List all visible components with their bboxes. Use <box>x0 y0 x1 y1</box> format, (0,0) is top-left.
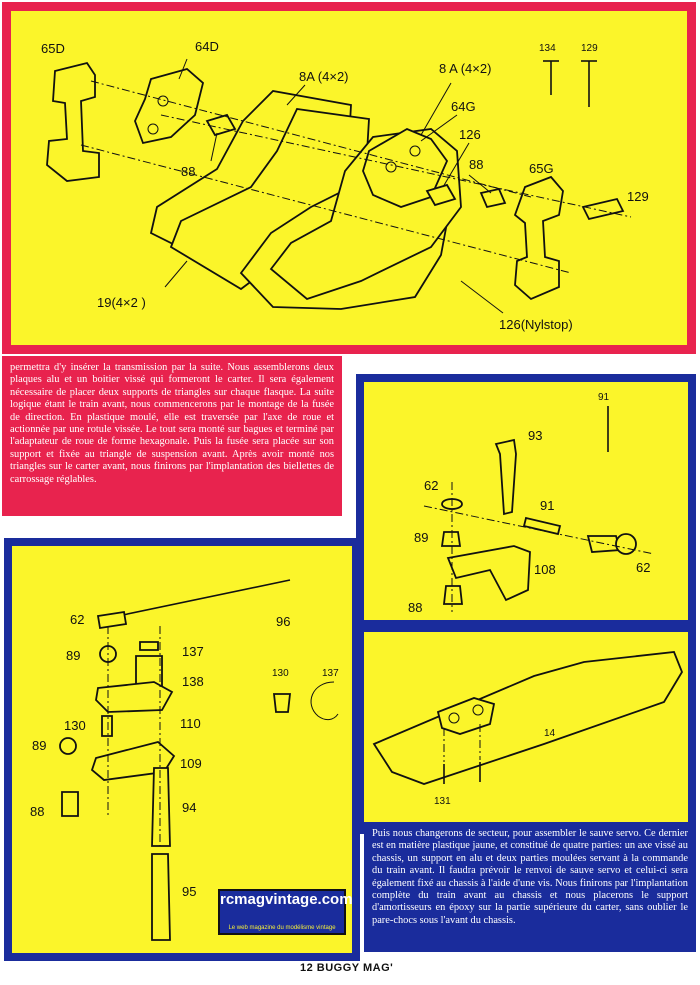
label-134: 134 <box>539 43 556 54</box>
top-diagram-panel: 65D 64D 8A (4×2) 8 A (4×2) 134 129 64G 1… <box>2 2 696 354</box>
part-64d <box>134 68 205 145</box>
label-110: 110 <box>180 716 201 731</box>
label-14: 14 <box>544 728 556 739</box>
label-88: 88 <box>30 804 44 819</box>
label-95: 95 <box>182 884 196 899</box>
label-88-left: 88 <box>181 164 195 179</box>
label-62-left: 62 <box>424 478 438 493</box>
part-94 <box>151 767 171 847</box>
part-108 <box>446 545 531 602</box>
part-110 <box>95 681 174 713</box>
label-65d: 65D <box>41 41 65 56</box>
page-footer: 12 BUGGY MAG' <box>300 962 394 974</box>
label-62-right: 62 <box>636 560 650 575</box>
chassis-plate-diagram: 14 131 <box>372 651 684 807</box>
label-88: 88 <box>408 600 422 615</box>
part-95 <box>151 853 171 941</box>
label-94: 94 <box>182 800 196 815</box>
front-suspension-diagram: 96 62 137 89 138 130 137 130 110 89 109 … <box>30 579 339 941</box>
label-137-side: 137 <box>322 668 339 679</box>
label-64d: 64D <box>195 39 219 54</box>
label-64g: 64G <box>451 99 476 114</box>
label-131: 131 <box>434 796 451 807</box>
label-108: 108 <box>534 562 556 577</box>
label-129-top: 129 <box>581 43 598 54</box>
part-129-screw <box>581 197 625 221</box>
label-130-side: 130 <box>272 668 289 679</box>
label-137: 137 <box>182 644 204 659</box>
part-88 <box>442 585 464 605</box>
steering-knuckle-diagram: 91 93 62 91 89 108 62 88 <box>408 392 655 615</box>
part-89-mid <box>59 737 77 755</box>
label-89: 89 <box>414 530 428 545</box>
label-88-right: 88 <box>469 157 483 172</box>
label-89-top: 89 <box>66 648 80 663</box>
part-88 <box>61 791 79 817</box>
text-block-blue: Puis nous changerons de secteur, pour as… <box>364 822 696 952</box>
part-65g <box>513 175 564 301</box>
label-62: 62 <box>70 612 84 627</box>
label-138: 138 <box>182 674 204 689</box>
right-mid-diagram-panel: 14 131 <box>356 624 696 834</box>
label-89-mid: 89 <box>32 738 46 753</box>
part-62 <box>96 610 128 630</box>
label-126: 126 <box>459 127 481 142</box>
label-91-top: 91 <box>598 392 610 403</box>
label-130: 130 <box>64 718 86 733</box>
part-137-clip <box>139 641 159 651</box>
logo-title: rcmagvintage.com <box>220 891 353 908</box>
label-93: 93 <box>528 428 542 443</box>
part-96-rod <box>117 579 291 617</box>
label-19: 19(4×2 ) <box>97 295 146 310</box>
part-126 <box>425 183 457 207</box>
part-138-spring <box>135 655 163 687</box>
label-126-nylstop: 126(Nylstop) <box>499 317 573 332</box>
part-137-side <box>310 681 339 721</box>
part-130-side <box>272 693 292 713</box>
right-top-diagram-panel: 91 93 62 91 89 108 62 88 <box>356 374 696 628</box>
part-130-screw <box>101 715 113 737</box>
label-109: 109 <box>180 756 202 771</box>
part-91-screw <box>522 516 562 536</box>
part-88-right <box>479 187 507 209</box>
label-8a-right: 8 A (4×2) <box>439 61 491 76</box>
label-129-right: 129 <box>627 189 649 204</box>
label-91: 91 <box>540 498 554 513</box>
label-96: 96 <box>276 614 290 629</box>
rcmagvintage-logo: rcmagvintage.com Le web magazine du modé… <box>218 889 353 935</box>
part-89 <box>440 531 462 547</box>
chassis-exploded-diagram: 65D 64D 8A (4×2) 8 A (4×2) 134 129 64G 1… <box>41 39 649 332</box>
part-14-chassis <box>372 651 684 785</box>
label-8a-left: 8A (4×2) <box>299 69 349 84</box>
logo-subtitle: Le web magazine du modélisme vintage <box>228 925 336 931</box>
label-65g: 65G <box>529 161 554 176</box>
text-block-red: permettra d'y insérer la transmission pa… <box>2 356 342 516</box>
part-93 <box>494 438 517 516</box>
